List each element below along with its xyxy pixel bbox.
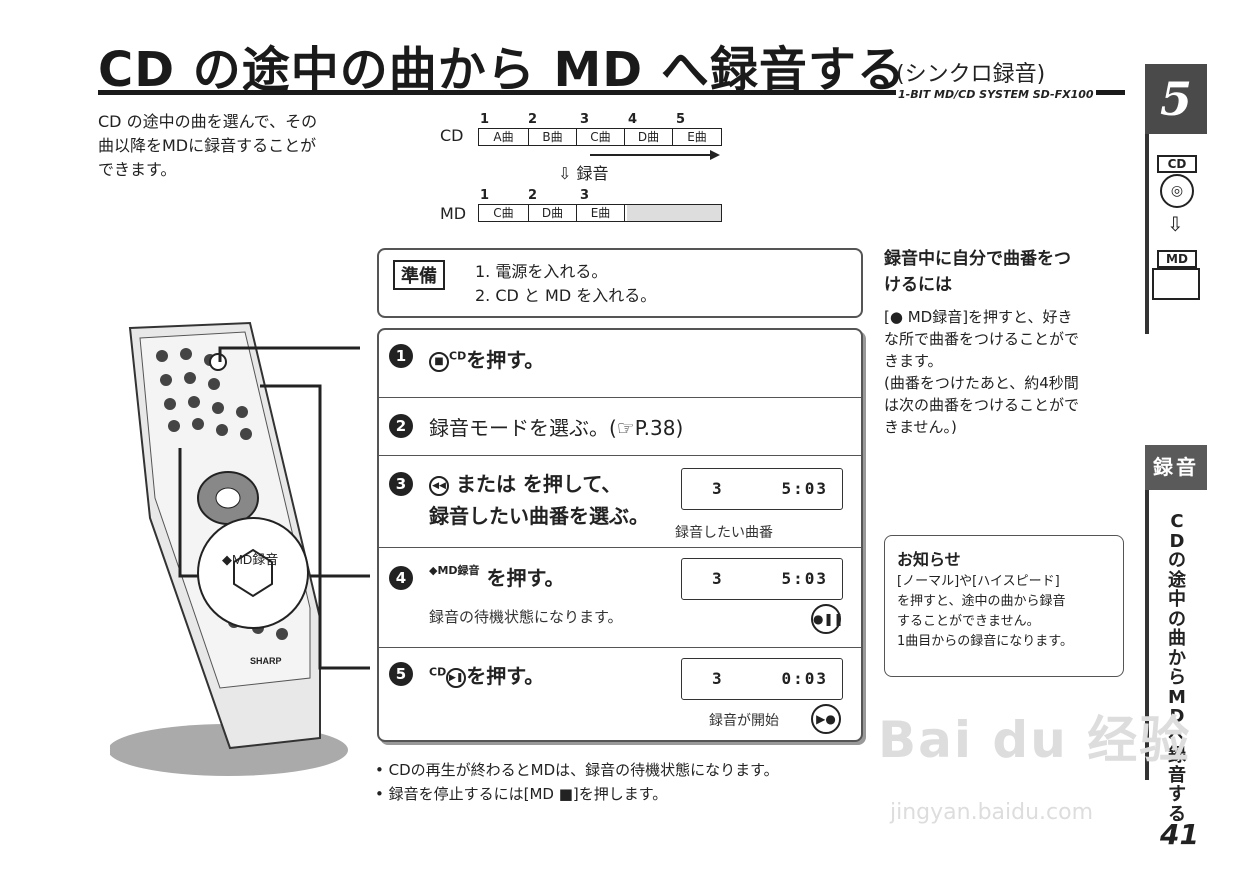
skip-back-icon: ◀◀ <box>429 475 449 496</box>
cd-icon: CD <box>1157 155 1197 173</box>
tip-body: [● MD録音]を押すと、好き な所で曲番をつけることがで きます。 (曲番をつ… <box>884 308 1080 436</box>
vertical-section-title: C D の 途 中 の 曲 か ら M D へ 録 音 す る <box>1168 511 1186 825</box>
remote-control-illustration: ◆MD録音 SHARP <box>108 318 372 788</box>
prep-label: 準備 <box>393 260 445 290</box>
track-diagram: CD 1 2 3 4 5 A曲 B曲 C曲 D曲 E曲 ⇩ 録音 MD 1 2 … <box>440 112 740 223</box>
intro-text: CD の途中の曲を選んで、その 曲以降をMDに録音することが できます。 <box>98 112 318 179</box>
md-track-bar: C曲 D曲 E曲 <box>478 204 722 222</box>
step-1: 1 ■CDを押す。 <box>379 330 861 398</box>
notice-title: お知らせ <box>897 550 961 569</box>
page-title: CD の途中の曲から MD へ録音する <box>98 42 906 98</box>
lcd-caption: 録音が開始 <box>709 713 779 729</box>
play-arrow-line <box>590 154 710 156</box>
footnotes: • CDの再生が終わるとMDは、録音の待機状態になります。 • 録音を停止するに… <box>375 761 779 803</box>
step-5: 5 CD▶❚を押す。 3 0:03 録音が開始 ▶● <box>379 648 861 742</box>
tip-heading: 録音中に自分で曲番をつ けるには <box>884 249 1071 295</box>
prep-text: 1. 電源を入れる。 2. CD と MD を入れる。 <box>475 262 657 305</box>
svg-text:SHARP: SHARP <box>250 656 282 666</box>
lcd-display: 3 5:03 <box>681 468 843 510</box>
lcd-display: 3 0:03 <box>681 658 843 700</box>
md-disc-icon <box>1152 268 1200 300</box>
md-record-button-icon: ◆MD録音 <box>429 564 480 577</box>
step-number: 1 <box>389 344 413 368</box>
steps-box: 1 ■CDを押す。 2 録音モードを選ぶ。(☞P.38) 3 ◀◀ または を押… <box>377 328 863 742</box>
cd-row-label: CD <box>440 126 464 145</box>
cd-track-bar: A曲 B曲 C曲 D曲 E曲 <box>478 128 722 146</box>
model-label: 1-BIT MD/CD SYSTEM SD-FX100 <box>896 88 1096 101</box>
cd-play-pause-icon: ▶❚ <box>446 667 467 688</box>
section-tab: 録音 <box>1145 445 1207 490</box>
lcd-caption: 録音したい曲番 <box>675 525 773 541</box>
md-icon: MD <box>1157 250 1197 268</box>
sidebar-rule <box>1145 490 1149 780</box>
remote-callout-label: ◆MD録音 <box>222 552 278 567</box>
down-arrow-icon: ⇩ <box>1167 212 1184 236</box>
play-record-icon: ▶● <box>811 704 841 734</box>
record-arrow: ⇩ 録音 <box>558 164 609 183</box>
lcd-display: 3 5:03 <box>681 558 843 600</box>
disc-icon: ◎ <box>1160 174 1194 208</box>
page-subtitle: (シンクロ録音) <box>896 62 1046 87</box>
step-3: 3 ◀◀ または を押して、 録音したい曲番を選ぶ。 3 5:03 録音したい曲… <box>379 456 861 548</box>
record-pause-icon: ●❚❚ <box>811 604 844 634</box>
chapter-number: 5 <box>1145 64 1207 134</box>
step-2: 2 録音モードを選ぶ。(☞P.38) <box>379 398 861 456</box>
prep-box: 準備 1. 電源を入れる。 2. CD と MD を入れる。 <box>377 248 863 318</box>
title-rule <box>98 90 1125 95</box>
step-4: 4 ◆MD録音 を押す。 録音の待機状態になります。 3 5:03 ●❚❚ <box>379 548 861 648</box>
watermark-url: jingyan.baidu.com <box>890 800 1094 825</box>
notice-box: お知らせ [ノーマル]や[ハイスピード] を押すと、途中の曲から録音 することが… <box>884 535 1124 677</box>
page-number: 41 <box>1160 818 1199 851</box>
notice-body: [ノーマル]や[ハイスピード] を押すと、途中の曲から録音 することができません… <box>897 574 1073 649</box>
sidebar-rule <box>1145 134 1149 334</box>
play-arrow-head <box>710 150 720 160</box>
watermark-logo: Bai du 经验 <box>878 711 1192 769</box>
cd-stop-button-icon: ■ <box>429 351 449 372</box>
md-row-label: MD <box>440 204 467 223</box>
